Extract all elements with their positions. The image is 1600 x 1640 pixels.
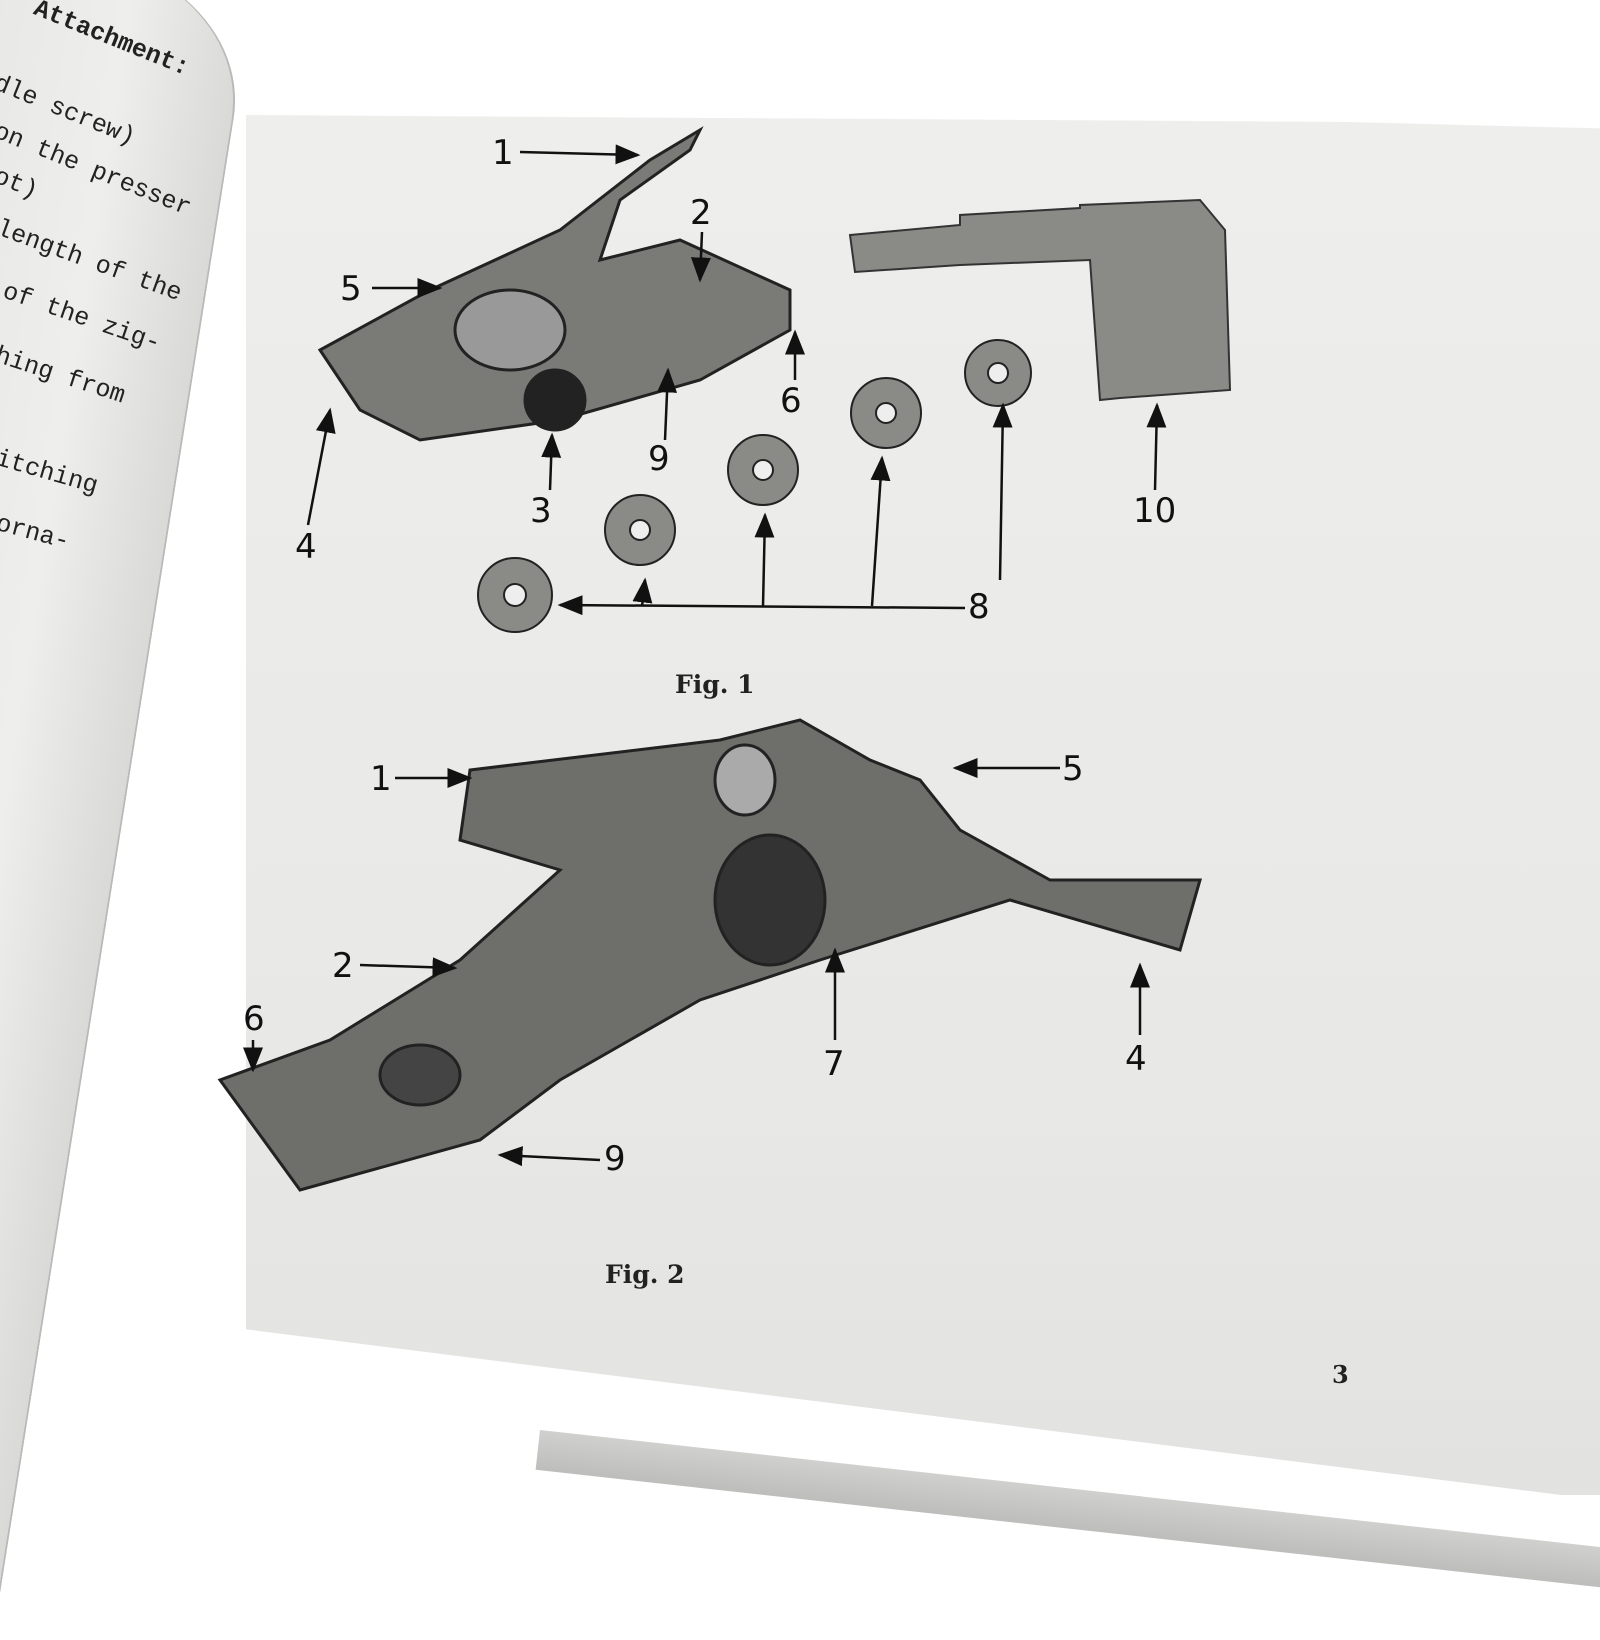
throat-plate-fig1 (848, 198, 1232, 402)
fig1-label-10: 10 (1133, 491, 1177, 531)
fig1-label-1: 1 (492, 133, 514, 173)
fig1-caption: Fig. 1 (675, 670, 755, 699)
fig1-label-4: 4 (295, 527, 317, 567)
fig1-label-9: 9 (648, 439, 670, 479)
fig2-label-6: 6 (243, 999, 265, 1039)
arrows (243, 144, 1167, 1167)
ruffler-foot-fig1 (317, 126, 792, 442)
ruffler-foot-fig2 (217, 718, 1202, 1192)
fig2-label-4: 4 (1125, 1039, 1147, 1079)
fig1-label-3: 3 (530, 491, 552, 531)
fig2-label-9: 9 (604, 1139, 626, 1179)
fig2-label-1: 1 (370, 759, 392, 799)
fig1-label-8: 8 (968, 587, 990, 627)
fig2-label-7: 7 (823, 1044, 845, 1084)
fig2-label-5: 5 (1062, 749, 1084, 789)
fig2-label-2: 2 (332, 946, 354, 986)
illustrations (217, 126, 1232, 1192)
blades-fig1 (477, 339, 1032, 633)
page-number: 3 (1332, 1360, 1349, 1389)
fig1-label-6: 6 (780, 381, 802, 421)
fig1-label-5: 5 (340, 269, 362, 309)
fig1-label-2: 2 (690, 193, 712, 233)
fig2-caption: Fig. 2 (605, 1260, 685, 1289)
